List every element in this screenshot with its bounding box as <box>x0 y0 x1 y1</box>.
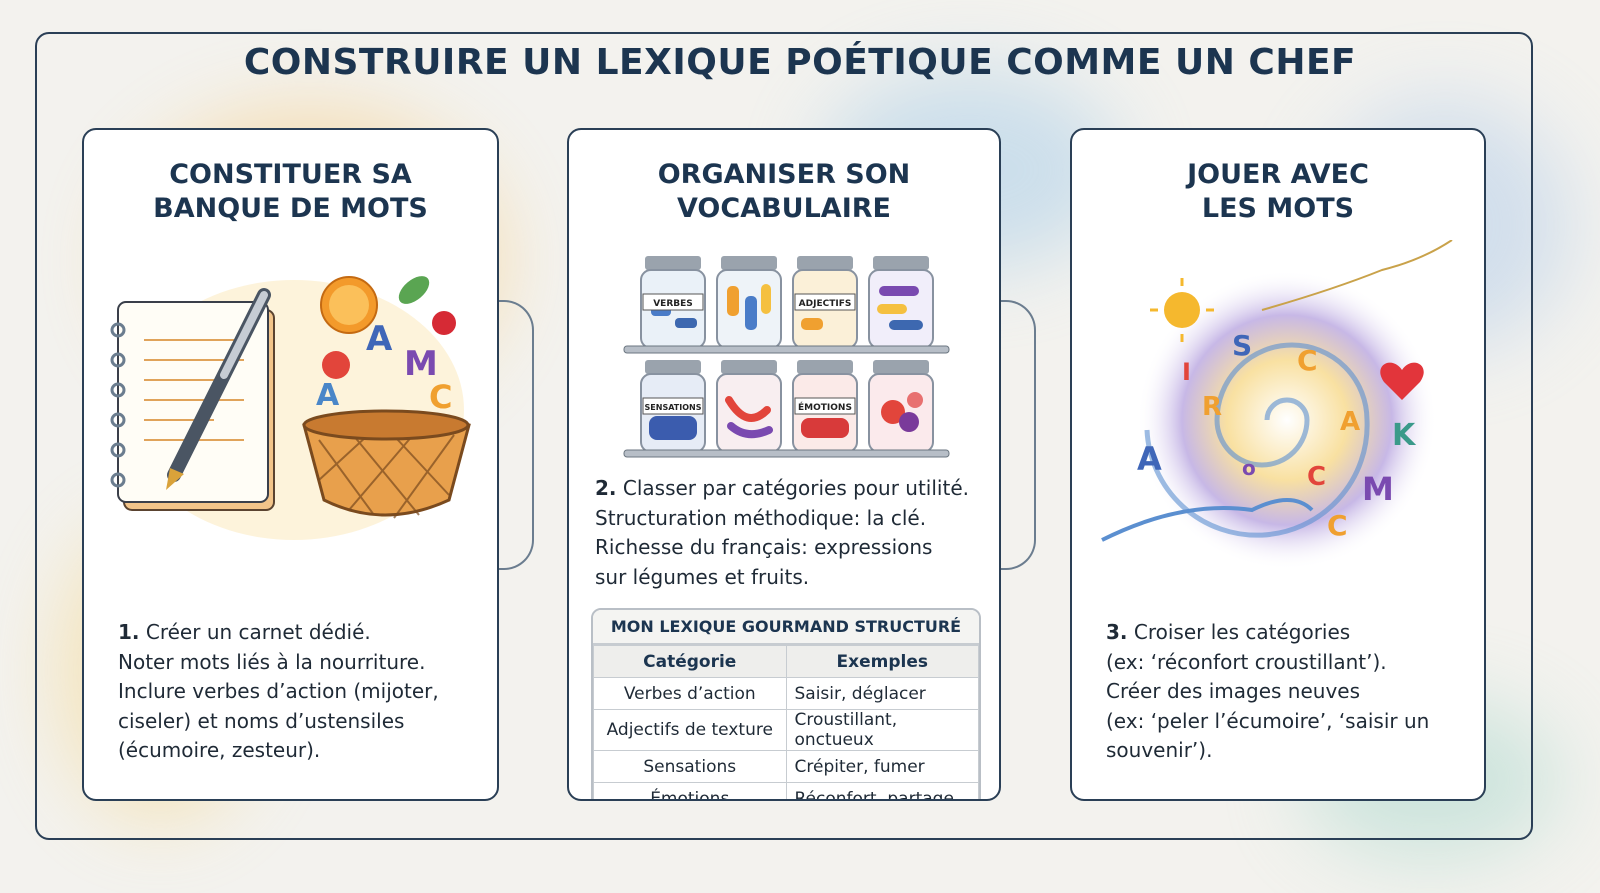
svg-text:C: C <box>1307 462 1326 492</box>
table-cell: Verbes d’action <box>593 677 787 710</box>
svg-text:o: o <box>1242 456 1256 480</box>
jars-shelf-illustration: VERBES ADJECTIFS SENSATIONS ÉMOTIONS <box>623 256 950 458</box>
svg-text:SENSATIONS: SENSATIONS <box>645 403 702 412</box>
outer-frame <box>35 32 1533 840</box>
table-cell: Réconfort, partage <box>785 782 979 799</box>
card-text: 3. Croiser les catégories (ex: ‘réconfor… <box>1106 620 1430 762</box>
svg-text:K: K <box>1392 418 1417 453</box>
table-caption: MON LEXIQUE GOURMAND STRUCTURÉ <box>593 610 979 645</box>
table-cell: Émotions <box>593 782 787 799</box>
column-header: Catégorie <box>593 645 787 678</box>
svg-text:S: S <box>1232 329 1252 362</box>
connector-line <box>1000 300 1036 570</box>
svg-text:C: C <box>1297 344 1318 377</box>
svg-text:A: A <box>1137 440 1162 478</box>
svg-text:A: A <box>1340 407 1360 437</box>
lexicon-table: MON LEXIQUE GOURMAND STRUCTURÉ Catégorie… <box>591 608 981 799</box>
page-title: CONSTRUIRE UN LEXIQUE POÉTIQUE COMME UN … <box>243 42 1357 83</box>
column-header: Exemples <box>785 645 979 678</box>
notebook-basket-illustration: A M A C <box>110 276 471 540</box>
table-cell: Adjectifs de texture <box>593 709 787 751</box>
illustration-letter: M <box>404 344 438 384</box>
svg-text:ÉMOTIONS: ÉMOTIONS <box>798 401 852 413</box>
illustration-letter: C <box>429 378 452 416</box>
svg-text:M: M <box>1362 470 1394 508</box>
table-cell: Saisir, déglacer <box>785 677 979 710</box>
card-text: 1. Créer un carnet dédié. Noter mots lié… <box>118 620 439 762</box>
table-cell: Croustillant, onctueux <box>785 709 979 751</box>
svg-text:VERBES: VERBES <box>653 299 693 309</box>
word-swirl-illustration: S C R A K M C A C I o <box>1101 240 1453 570</box>
svg-text:ADJECTIFS: ADJECTIFS <box>799 299 852 309</box>
jar-row-top: VERBES ADJECTIFS <box>640 256 934 349</box>
illustration-letter: A <box>366 319 393 359</box>
table-cell: Crépiter, fumer <box>785 750 979 783</box>
svg-text:R: R <box>1202 392 1222 422</box>
connector-line <box>498 300 534 570</box>
table-cell: Sensations <box>593 750 787 783</box>
illustration-letter: A <box>316 378 340 413</box>
card-text: 2. Classer par catégories pour utilité. … <box>595 476 969 589</box>
svg-text:C: C <box>1327 509 1348 542</box>
svg-text:I: I <box>1182 358 1191 386</box>
